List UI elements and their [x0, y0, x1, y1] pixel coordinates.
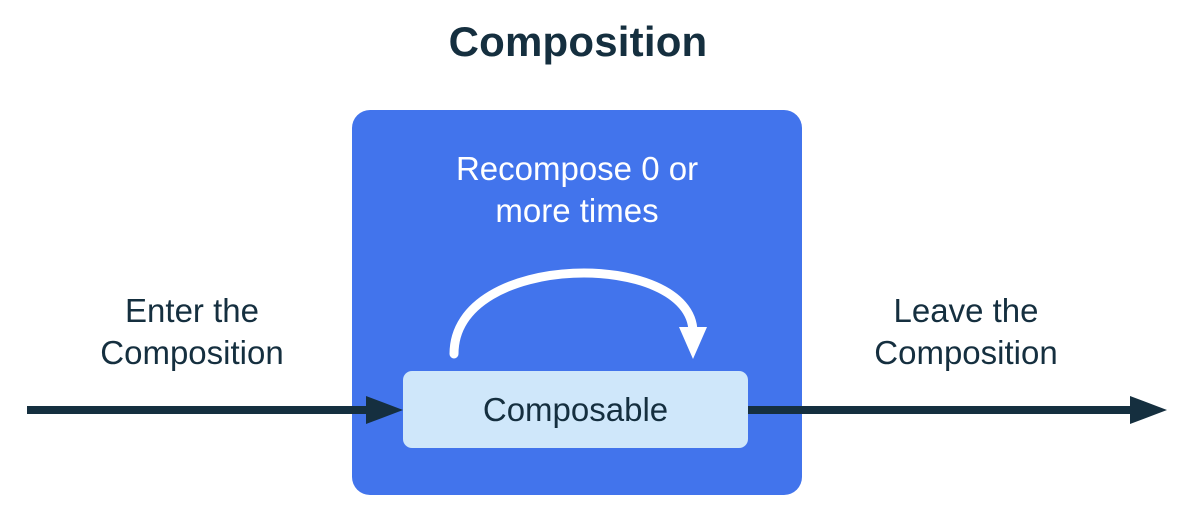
page-title: Composition	[448, 18, 708, 65]
enter-composition-label-line-2: Composition	[100, 334, 284, 372]
leave-composition-arrowhead-icon	[1130, 396, 1167, 424]
leave-composition-label-line-1: Leave the	[893, 292, 1039, 329]
recompose-caption: Recompose 0 or more times	[352, 148, 802, 232]
enter-composition-label-line-1: Enter the	[125, 292, 259, 329]
composable-node-label: Composable	[482, 391, 669, 428]
leave-composition-label-line-2: Composition	[874, 334, 1058, 372]
recompose-caption-line-2: more times	[495, 192, 659, 230]
composable-node[interactable]: Composable	[403, 371, 748, 448]
leave-composition-label: Leave the Composition	[818, 290, 1114, 374]
recompose-caption-line-1: Recompose 0 or	[455, 150, 699, 187]
enter-composition-label: Enter the Composition	[44, 290, 340, 374]
